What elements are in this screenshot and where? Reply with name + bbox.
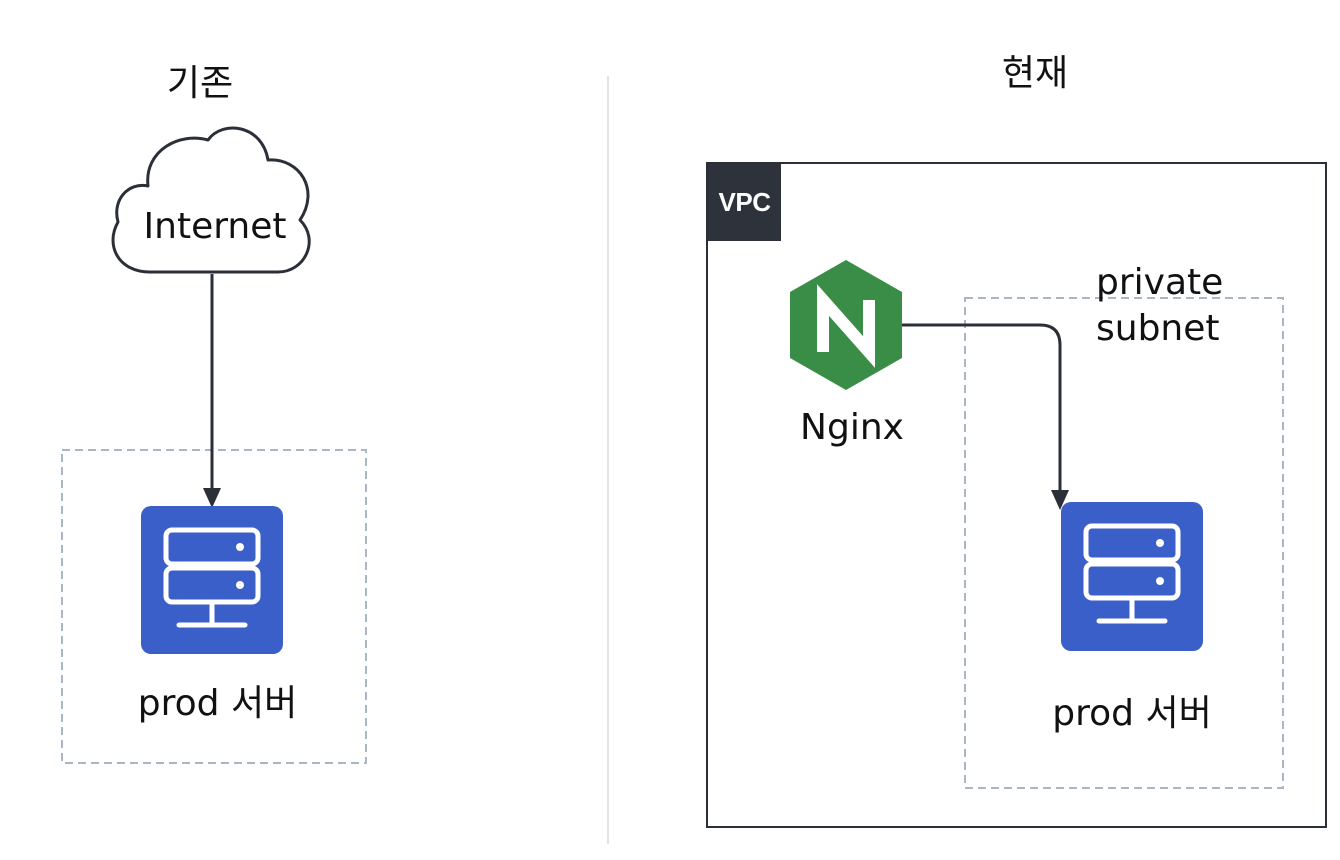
- arrow-internet-to-server-head: [203, 488, 221, 508]
- after-server-label: prod 서버: [1052, 693, 1212, 734]
- cloud-label: Internet: [143, 206, 287, 247]
- vpc-boundary: [706, 162, 1327, 828]
- subnet-label-line1: private: [1096, 262, 1224, 303]
- private-subnet-boundary: [964, 297, 1284, 789]
- section-divider: [607, 76, 609, 844]
- before-title: 기존: [166, 63, 234, 104]
- private-subnet-label: private subnet: [1096, 260, 1256, 352]
- subnet-label-line2: subnet: [1096, 308, 1220, 349]
- nginx-label: Nginx: [800, 407, 904, 448]
- before-server-boundary: [61, 449, 367, 764]
- cloud-icon: [111, 126, 311, 274]
- before-server-label: prod 서버: [137, 683, 298, 724]
- arrow-nginx-to-server: [902, 323, 1062, 492]
- vpc-badge: VPC: [708, 164, 781, 241]
- after-title: 현재: [1001, 53, 1069, 94]
- server-icon: [141, 506, 283, 654]
- arrow-nginx-to-server-head: [1051, 490, 1069, 510]
- server-icon: [1061, 502, 1203, 651]
- nginx-icon: [790, 260, 902, 390]
